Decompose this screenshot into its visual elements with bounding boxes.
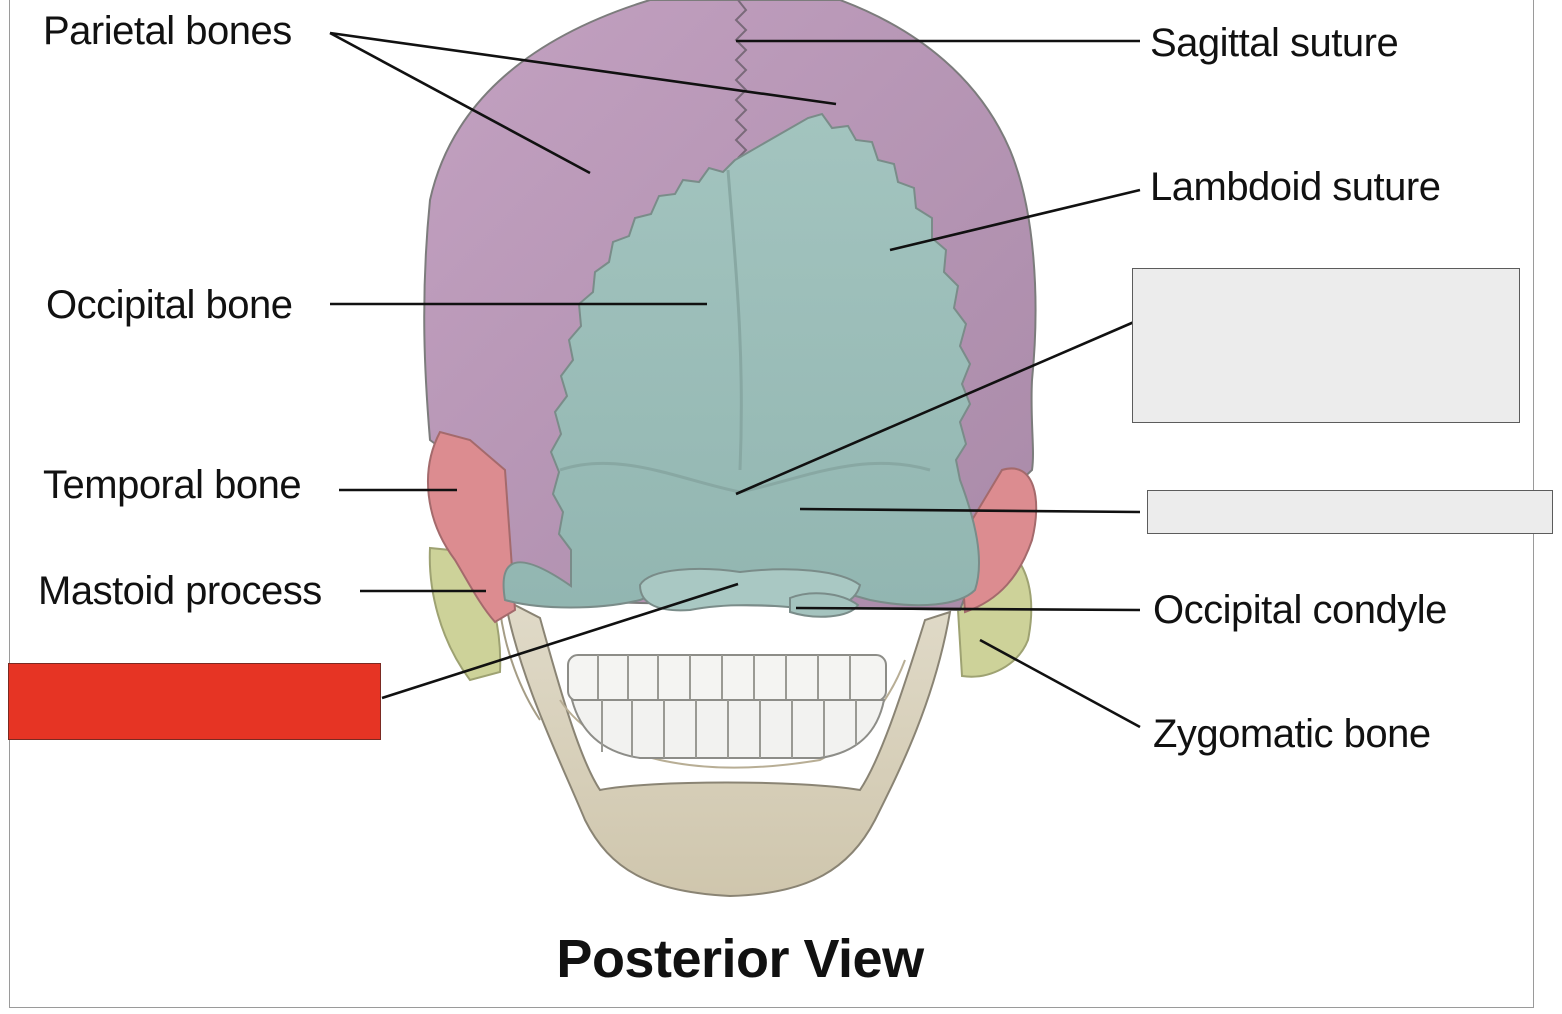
- leader-parietal-b: [329, 31, 837, 106]
- occipital-crest: [726, 169, 743, 471]
- leader-condyle: [795, 606, 1141, 612]
- leader-parietal-a: [329, 31, 591, 175]
- label-lambdoid-suture: Lambdoid suture: [1150, 165, 1441, 209]
- label-temporal-bone: Temporal bone: [43, 463, 302, 507]
- label-parietal-bones: Parietal bones: [43, 9, 292, 53]
- sagittal-suture-line: [734, 0, 748, 159]
- label-occipital-bone: Occipital bone: [46, 283, 293, 327]
- leader-blank-2: [799, 507, 1141, 514]
- condyle-right: [789, 592, 860, 618]
- mandible-ramus-left: [499, 609, 541, 721]
- leader-blank-3: [381, 582, 739, 700]
- label-mastoid-process: Mastoid process: [38, 569, 322, 613]
- leader-lines: [329, 31, 1141, 729]
- label-sagittal-suture: Sagittal suture: [1150, 21, 1399, 65]
- lower-teeth: [570, 699, 886, 759]
- temporal-left: [427, 430, 517, 624]
- answer-box-1[interactable]: [1132, 268, 1520, 423]
- upper-teeth: [567, 654, 887, 702]
- label-zygomatic-bone: Zygomatic bone: [1153, 712, 1431, 756]
- leader-zygomatic: [979, 638, 1141, 729]
- label-occipital-condyle: Occipital condyle: [1153, 588, 1447, 632]
- leader-blank-1: [735, 320, 1135, 496]
- diagram-title: Posterior View: [556, 929, 924, 989]
- answer-box-3-highlighted[interactable]: [8, 663, 381, 740]
- mandible: [503, 598, 952, 898]
- leader-lambdoid: [889, 188, 1141, 252]
- answer-box-2[interactable]: [1147, 490, 1553, 534]
